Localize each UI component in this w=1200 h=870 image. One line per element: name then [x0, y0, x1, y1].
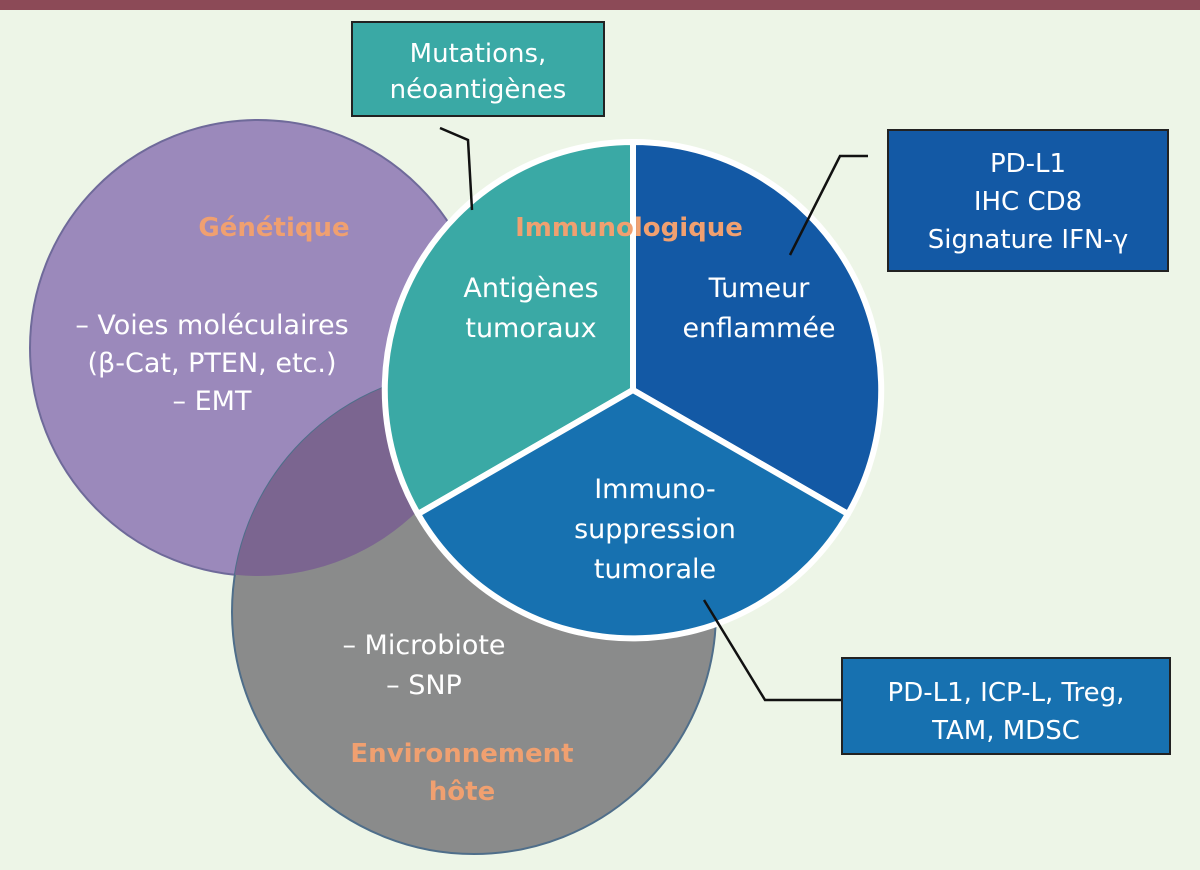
callout-mutations-line1: Mutations, — [410, 39, 547, 69]
segment-antigenes — [381, 139, 636, 517]
genetique-title: Génétique — [198, 213, 349, 243]
callout-inflamed-line2: IHC CD8 — [974, 187, 1082, 217]
segment-tumeur-enflammee — [630, 139, 885, 517]
environnement-line-2: – SNP — [386, 670, 462, 701]
suppression-line-3: tumorale — [594, 554, 716, 585]
tumeur-line-2: enflammée — [682, 313, 835, 344]
suppression-line-1: Immuno- — [594, 474, 716, 505]
connector-inflamed — [788, 154, 868, 256]
top-border — [0, 0, 1200, 10]
immunologique-pie — [381, 139, 885, 642]
environnement-title-1: Environnement — [350, 739, 573, 769]
callout-mutations-line2: néoantigènes — [390, 75, 567, 105]
genetique-line-3: – EMT — [173, 386, 252, 417]
antigenes-line-1: Antigènes — [463, 273, 598, 304]
tumeur-line-1: Tumeur — [708, 273, 811, 304]
callout-inflamed-line3: Signature IFN-γ — [928, 225, 1129, 255]
environnement-line-1: – Microbiote — [342, 630, 505, 661]
callout-suppression-box — [841, 657, 1171, 755]
segment-immunosuppression — [415, 387, 851, 642]
environnement-title-2: hôte — [429, 777, 495, 807]
genetique-line-1: – Voies moléculaires — [75, 310, 348, 341]
suppression-line-2: suppression — [574, 514, 736, 545]
callout-suppression-line2: TAM, MDSC — [931, 716, 1080, 746]
callout-mutations-box — [351, 21, 605, 117]
callout-suppression-line1: PD-L1, ICP-L, Treg, — [888, 678, 1125, 708]
connector-mutations — [439, 126, 474, 211]
genetique-environnement-overlap — [232, 370, 486, 576]
callout-inflamed-line1: PD-L1 — [990, 149, 1066, 179]
callout-inflamed-box — [887, 129, 1169, 272]
immunologique-title: Immunologique — [515, 213, 743, 243]
antigenes-line-2: tumoraux — [465, 313, 596, 344]
genetique-line-2: (β-Cat, PTEN, etc.) — [87, 348, 336, 379]
connector-suppression — [702, 599, 842, 702]
